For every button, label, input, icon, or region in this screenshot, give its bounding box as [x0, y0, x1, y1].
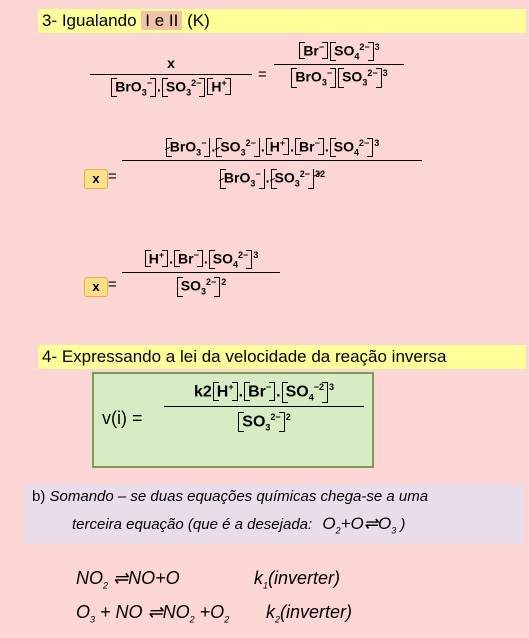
part-b-text2: terceira equação (que é a desejada: — [72, 516, 313, 533]
eq2-equals: = — [108, 168, 117, 185]
reaction-2: O3 + NO ⇌NO2 +O2 — [76, 602, 230, 625]
fraction-line — [122, 160, 422, 162]
part-b-text1: Somando – se duas equações químicas cheg… — [49, 488, 429, 505]
part-b-line1: b) Somando – se duas equações químicas c… — [32, 488, 428, 505]
equilibrium-arrow-icon: ⇌ — [113, 568, 129, 588]
equilibrium-arrow-icon: ⇌ — [147, 602, 163, 622]
eq3-x-box: x — [84, 277, 108, 297]
eq1-rhs-denominator: BrO3−SO32−3 — [290, 65, 388, 88]
eq2-exponent: 2 — [320, 169, 326, 180]
fraction-line — [274, 64, 404, 66]
fraction-line — [90, 74, 252, 75]
section-3-highlight: I e II — [141, 11, 183, 30]
section-3-suffix: (K) — [187, 11, 210, 30]
part-b-line2: terceira equação (que é a desejada: O2+O… — [72, 514, 405, 535]
rate-so3-charge: 2− — [270, 411, 281, 422]
eq3-numerator: H+.Br−.SO42−3 — [144, 250, 258, 272]
part-b-label: b) — [32, 488, 46, 505]
eq3-fraction: H+.Br−.SO42−3 SO32−2 — [122, 250, 280, 297]
part-b-target-equation: O2+O⇌O3 — [322, 514, 397, 536]
reaction-1: NO2 ⇌NO+O — [76, 568, 180, 591]
eq2-fraction: BrO3−.SO32−.H+.Br−.SO42−3 BrO3−.SO32−32 — [122, 138, 422, 189]
eq3-denominator: SO32−2 — [176, 273, 226, 297]
rate-k: k2 — [194, 383, 212, 401]
part-b-close: ) — [400, 516, 406, 533]
eq1-right-fraction: Br−SO42−3 BrO3−SO32−3 — [274, 42, 404, 88]
rate-so4-charge: −2 — [313, 382, 324, 392]
rate-lhs: v(i) = — [102, 408, 143, 428]
section-4-header: 4- Expressando a lei da velocidade da re… — [38, 345, 526, 369]
rate-denominator: SO32−2 — [237, 407, 291, 433]
section-3-header: 3- Igualando I e II (K) — [38, 9, 526, 33]
eq1-equals: = — [258, 66, 267, 83]
reaction-1-k: k1(inverter) — [254, 568, 341, 591]
section-3-prefix: 3- Igualando — [42, 11, 137, 30]
fraction-line — [164, 405, 364, 407]
part-b-box: b) Somando – se duas equações químicas c… — [24, 484, 524, 544]
fraction-line — [122, 272, 280, 274]
reaction-2-k: k2(inverter) — [266, 602, 353, 625]
eq1-left-fraction: x BrO3−.SO32−H+ — [90, 55, 252, 98]
rate-exp3: 3 — [328, 382, 334, 392]
eq2-denominator: BrO3−.SO32−32 — [219, 161, 326, 189]
eq1-numerator: x — [167, 55, 175, 71]
eq1-rhs-numerator: Br−SO42−3 — [298, 42, 380, 64]
eq3-equals: = — [108, 276, 117, 293]
eq1-denominator: BrO3−.SO32−H+ — [110, 75, 232, 98]
eq2-numerator: BrO3−.SO32−.H+.Br−.SO42−3 — [165, 138, 379, 160]
rate-exp2: 2 — [285, 411, 291, 422]
eq2-x-box: x — [84, 169, 108, 189]
section-4-title: 4- Expressando a lei da velocidade da re… — [42, 347, 447, 366]
